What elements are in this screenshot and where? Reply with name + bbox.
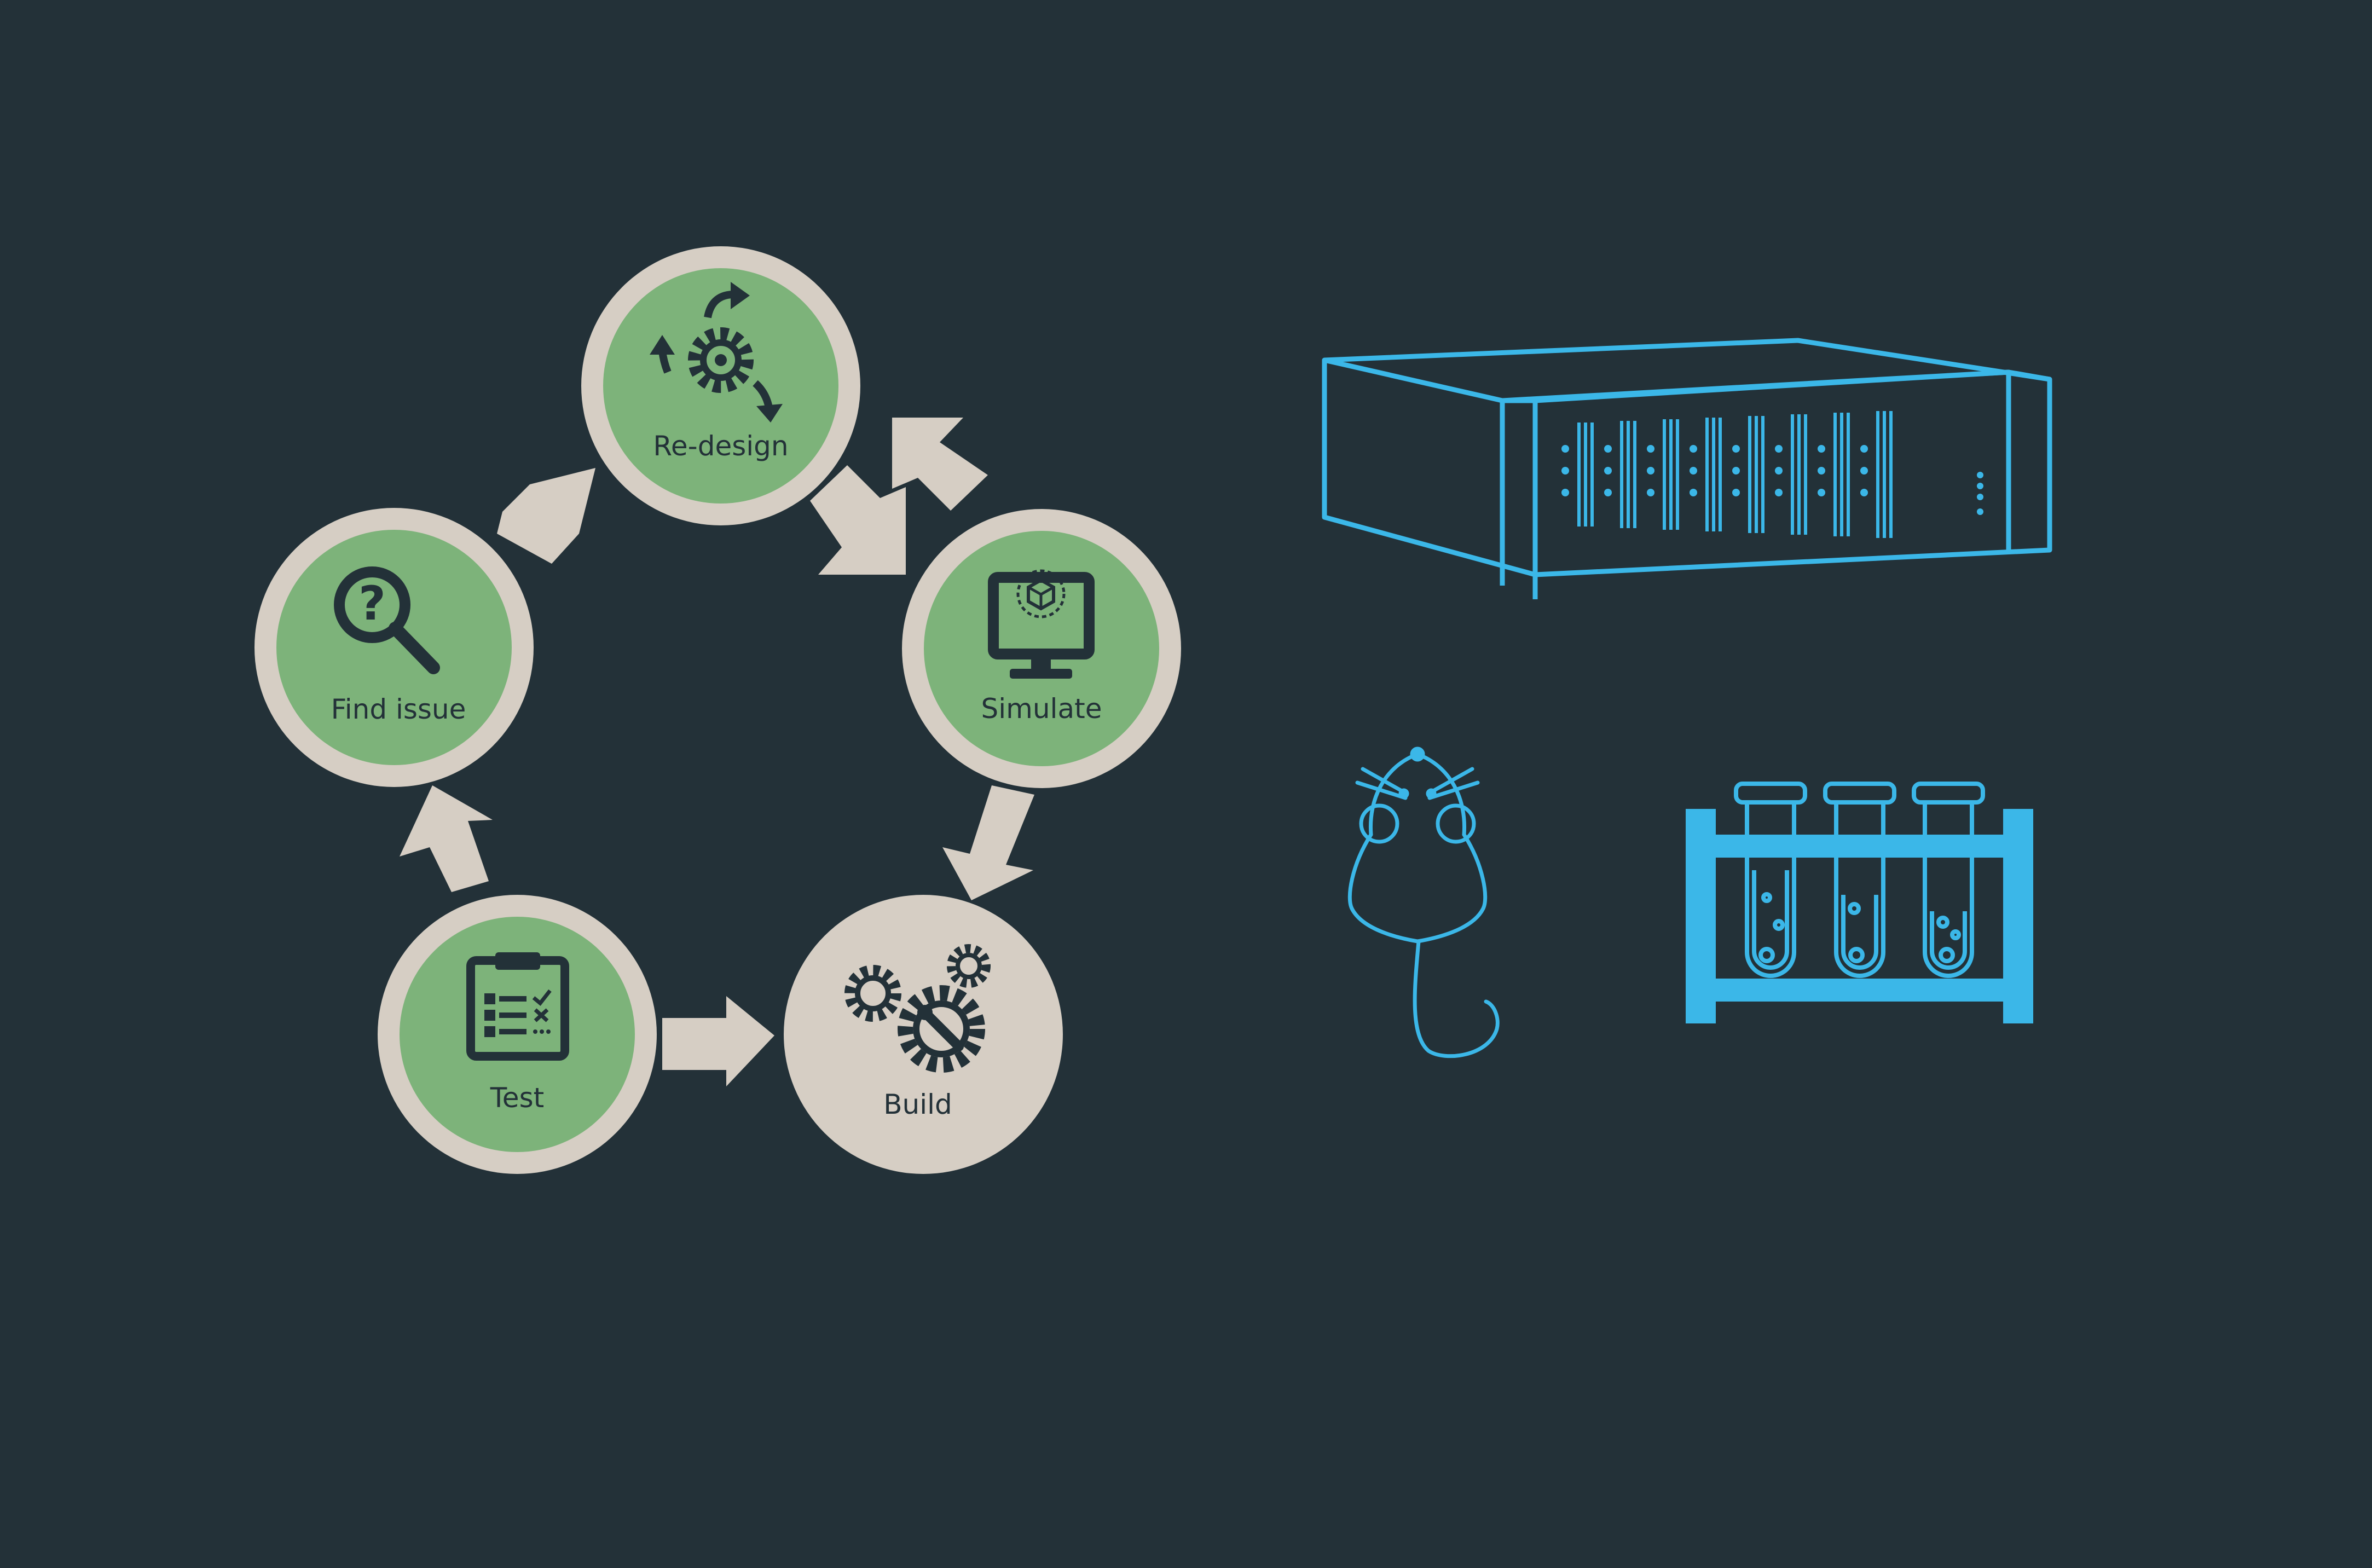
arrow-test-to-findissue — [400, 785, 493, 892]
rack-indicator-dot — [1860, 445, 1868, 453]
rack-vent-line — [1840, 413, 1843, 536]
rack-vent-line — [1577, 423, 1581, 526]
magnifier-question-icon: ? — [334, 566, 440, 674]
rack-indicator-dot — [1775, 467, 1783, 475]
stage-build-ring — [784, 895, 1063, 1174]
mouse-icon — [1347, 747, 1500, 1058]
rack-indicator-dot — [1561, 489, 1569, 496]
gears-wrench-icon — [844, 944, 991, 1073]
rack-indicator-dot — [1732, 489, 1740, 496]
arrow-redesign-to-simulate — [810, 465, 906, 575]
server-rack-lights — [1561, 411, 1983, 538]
rack-indicator-dot — [1732, 467, 1740, 475]
rack-indicator-dot — [1860, 489, 1868, 496]
rack-status-led — [1977, 494, 1983, 500]
rack-vent-line — [1663, 419, 1666, 530]
stage-find-issue: ? Find issue — [254, 508, 534, 787]
rack-indicator-dot — [1732, 445, 1740, 453]
rack-indicator-dot — [1818, 467, 1825, 475]
rack-vent-line — [1889, 411, 1893, 538]
stage-find-issue-fill — [276, 530, 512, 765]
rack-status-led — [1977, 508, 1983, 515]
rack-status-led — [1977, 483, 1983, 489]
svg-text:?: ? — [358, 576, 386, 631]
rack-indicator-dot — [1604, 467, 1612, 475]
rack-vent-line — [1584, 423, 1587, 526]
redesign-gear-arrows-icon — [650, 282, 783, 423]
rack-vent-line — [1748, 416, 1751, 533]
rack-vent-line — [1804, 414, 1807, 535]
rack-indicator-dot — [1818, 489, 1825, 496]
rack-indicator-dot — [1561, 445, 1569, 453]
stage-redesign: Re-design — [581, 246, 860, 525]
rack-vent-line — [1719, 418, 1722, 531]
rack-indicator-dot — [1604, 489, 1612, 496]
rack-vent-line — [1876, 411, 1879, 538]
test-tubes-icon — [1686, 782, 2033, 1023]
rack-vent-line — [1755, 416, 1758, 533]
server-rack-icon — [1322, 338, 2052, 599]
stage-simulate-label: Simulate — [981, 693, 1102, 725]
stage-build-label: Build — [883, 1089, 952, 1120]
rack-vent-line — [1590, 423, 1594, 526]
rack-vent-line — [1847, 413, 1850, 536]
monitor-simulation-icon — [988, 569, 1095, 679]
rack-indicator-dot — [1647, 445, 1654, 453]
rack-indicator-dot — [1647, 489, 1654, 496]
rack-vent-line — [1676, 419, 1679, 530]
rack-vent-line — [1627, 421, 1630, 528]
arrow-build-to-test — [662, 996, 774, 1086]
rack-indicator-dot — [1647, 467, 1654, 475]
rack-indicator-dot — [1818, 445, 1825, 453]
rack-indicator-dot — [1690, 445, 1697, 453]
checklist-clipboard-icon — [466, 952, 569, 1061]
arrow-simulate-to-redesign — [892, 418, 988, 511]
stage-simulate: Simulate — [902, 509, 1181, 788]
stage-test-label: Test — [490, 1082, 544, 1114]
rack-indicator-dot — [1775, 489, 1783, 496]
arrow-simulate-to-build — [942, 785, 1034, 900]
rack-vent-line — [1712, 418, 1715, 531]
rack-vent-line — [1669, 419, 1673, 530]
rack-indicator-dot — [1860, 467, 1868, 475]
arrow-findissue-to-redesign — [497, 468, 595, 564]
stage-test: Test — [378, 895, 657, 1174]
rack-indicator-dot — [1604, 445, 1612, 453]
rack-vent-line — [1705, 418, 1709, 531]
rack-vent-line — [1633, 421, 1636, 528]
rack-vent-line — [1883, 411, 1886, 538]
stage-build: Build — [784, 895, 1063, 1174]
rack-vent-line — [1791, 414, 1794, 535]
rack-indicator-dot — [1690, 467, 1697, 475]
rack-indicator-dot — [1775, 445, 1783, 453]
rack-vent-line — [1833, 413, 1837, 536]
rack-indicator-dot — [1690, 489, 1697, 496]
stage-find-issue-label: Find issue — [331, 693, 466, 725]
rack-indicator-dot — [1561, 467, 1569, 475]
rack-vent-line — [1620, 421, 1623, 528]
rack-vent-line — [1797, 414, 1801, 535]
cycle-arrows — [400, 418, 1034, 1086]
rack-vent-line — [1761, 416, 1764, 533]
rack-status-led — [1977, 472, 1983, 478]
stage-redesign-label: Re-design — [653, 430, 788, 462]
